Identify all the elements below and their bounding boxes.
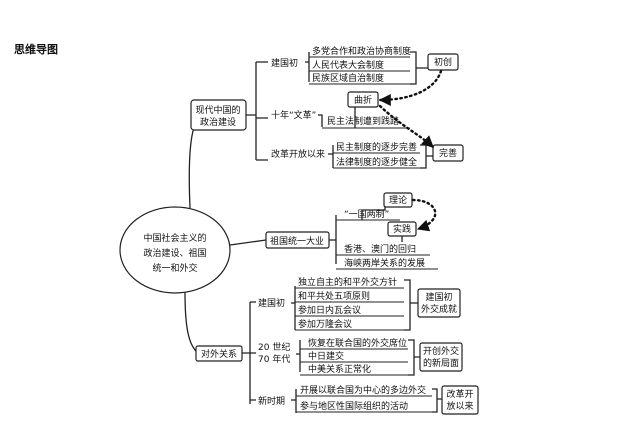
politics-early-item-3: 民族区域自治制度 — [312, 72, 384, 84]
connector-unification — [229, 239, 267, 246]
diplomacy-early-item-2: 和平共处五项原则 — [298, 290, 370, 302]
politics-reform-item-2: 法律制度的逐步健全 — [336, 156, 417, 168]
tag-new-era-diplomacy-line-1: 改革开 — [446, 388, 473, 400]
tag-chuchuang-text: 初创 — [434, 56, 452, 68]
tag-new-era-diplomacy — [441, 385, 479, 415]
connector-politics — [188, 117, 199, 209]
politics-reform-label: 改革开放以来 — [271, 148, 325, 160]
tag-70s-diplomacy-line-2: 的新局面 — [423, 357, 459, 369]
diplomacy-early-item-1: 独立自主的和平外交方针 — [298, 276, 397, 288]
politics-cr-label: 十年“文革” — [271, 109, 316, 121]
diplomacy-70s-label-line-2: 70 年代 — [258, 353, 290, 365]
tag-early-diplomacy-line-2: 外交成就 — [421, 303, 457, 315]
tag-new-era-diplomacy-line-2: 放以来 — [446, 400, 473, 412]
unification-label: 祖国统一大业 — [270, 235, 324, 247]
arrow-quzhe-to-wanshan — [378, 104, 435, 149]
tag-chuchuang — [427, 53, 459, 71]
unification-item-2: 海峡两岸关系的发展 — [344, 257, 425, 269]
diplomacy-70s-item-1: 恢复在联合国的外交席位 — [308, 337, 407, 349]
branch-diplomacy: 对外关系 建国初 独立自主的和平外交方针 和平共处五项原则 参加日内瓦会议 参加… — [195, 276, 479, 415]
politics-early-item-2: 人民代表大会制度 — [312, 59, 384, 71]
diplomacy-new-era-item-2: 参与地区性国际组织的活动 — [300, 400, 408, 412]
branch-politics: 现代中国的 政治建设 建国初 多党合作和政治协商制度 人民代表大会制度 民族区域… — [190, 45, 464, 169]
politics-cr-item-1: 民主法制遭到践踏 — [327, 115, 399, 127]
politics-label-line-1: 现代中国的 — [195, 104, 240, 116]
arrow-lilun-to-shijian — [411, 198, 437, 232]
tag-shijian-text: 实践 — [393, 223, 411, 235]
tag-wanshan — [432, 144, 464, 162]
diplomacy-early-item-4: 参加万隆会议 — [298, 318, 352, 330]
politics-reform-item-1: 民主制度的逐步完善 — [336, 141, 417, 153]
politics-early-label: 建国初 — [271, 57, 298, 69]
politics-early-item-1: 多党合作和政治协商制度 — [312, 45, 411, 57]
diplomacy-new-era-item-1: 开展以联合国为中心的多边外交 — [300, 384, 426, 396]
center-line-3: 统一和外交 — [152, 262, 197, 274]
center-line-1: 中国社会主义的 — [143, 232, 206, 244]
tag-quzhe — [347, 91, 379, 108]
tag-early-diplomacy-line-1: 建国初 — [425, 291, 452, 303]
unification-theory-item: “一国两制” — [344, 208, 389, 220]
diplomacy-70s-item-2: 中日建交 — [308, 350, 344, 362]
politics-label-line-2: 政治建设 — [200, 116, 236, 128]
diplomacy-70s-label-line-1: 20 世纪 — [258, 341, 290, 353]
tag-quzhe-text: 曲折 — [354, 94, 372, 106]
connector-diplomacy — [184, 291, 199, 354]
unification-item-1: 香港、澳门的回归 — [344, 243, 416, 255]
tag-wanshan-text: 完善 — [439, 147, 457, 159]
diplomacy-early-label: 建国初 — [258, 297, 285, 309]
page-title: 思维导图 — [14, 43, 58, 56]
diplomacy-label: 对外关系 — [201, 348, 237, 360]
diplomacy-new-era-label: 新时期 — [258, 395, 285, 407]
tag-70s-diplomacy-line-1: 开创外交 — [423, 345, 459, 357]
tag-lilun-text: 理论 — [389, 194, 407, 206]
diplomacy-70s-item-3: 中美关系正常化 — [308, 363, 371, 375]
tag-early-diplomacy — [417, 288, 461, 318]
diplomacy-early-item-3: 参加日内瓦会议 — [298, 304, 361, 316]
branch-unification: 祖国统一大业 “一国两制” 理论 实践 香港、澳门的回归 海峡两岸关系的发展 — [265, 192, 438, 270]
arrow-chuchuang-to-quzhe — [378, 69, 443, 106]
center-topic: 中国社会主义的 政治建设、祖国 统一和外交 — [119, 206, 231, 294]
tag-70s-diplomacy — [419, 342, 463, 372]
center-line-2: 政治建设、祖国 — [143, 247, 206, 259]
